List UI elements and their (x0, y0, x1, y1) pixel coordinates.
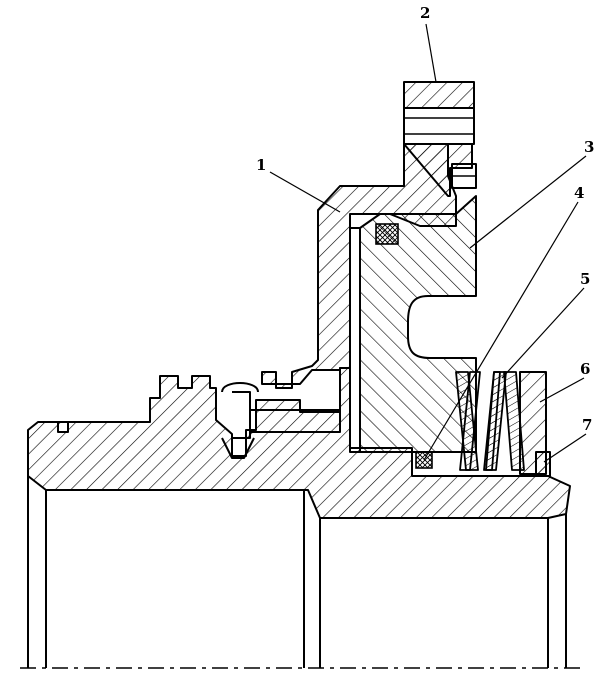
callout-4: 4 (574, 184, 584, 202)
callout-5: 5 (580, 270, 590, 288)
snap-ring-part-7 (535, 451, 551, 477)
disc-spring-part-5 (483, 371, 525, 471)
callout-2: 2 (420, 4, 430, 22)
sleeve (349, 227, 361, 453)
o-ring-upper (375, 223, 399, 245)
callout-3: 3 (584, 138, 594, 156)
ring-part-2 (403, 81, 475, 145)
callout-7: 7 (582, 416, 592, 434)
shaft-bore (20, 476, 580, 669)
callout-labels: 1 2 3 4 5 6 7 (256, 4, 594, 434)
bolt (451, 163, 477, 189)
leader-lines (269, 23, 587, 463)
callout-1: 1 (256, 156, 266, 174)
piston-part-3 (359, 195, 477, 453)
callout-6: 6 (580, 360, 590, 378)
oil-passage (221, 382, 341, 459)
